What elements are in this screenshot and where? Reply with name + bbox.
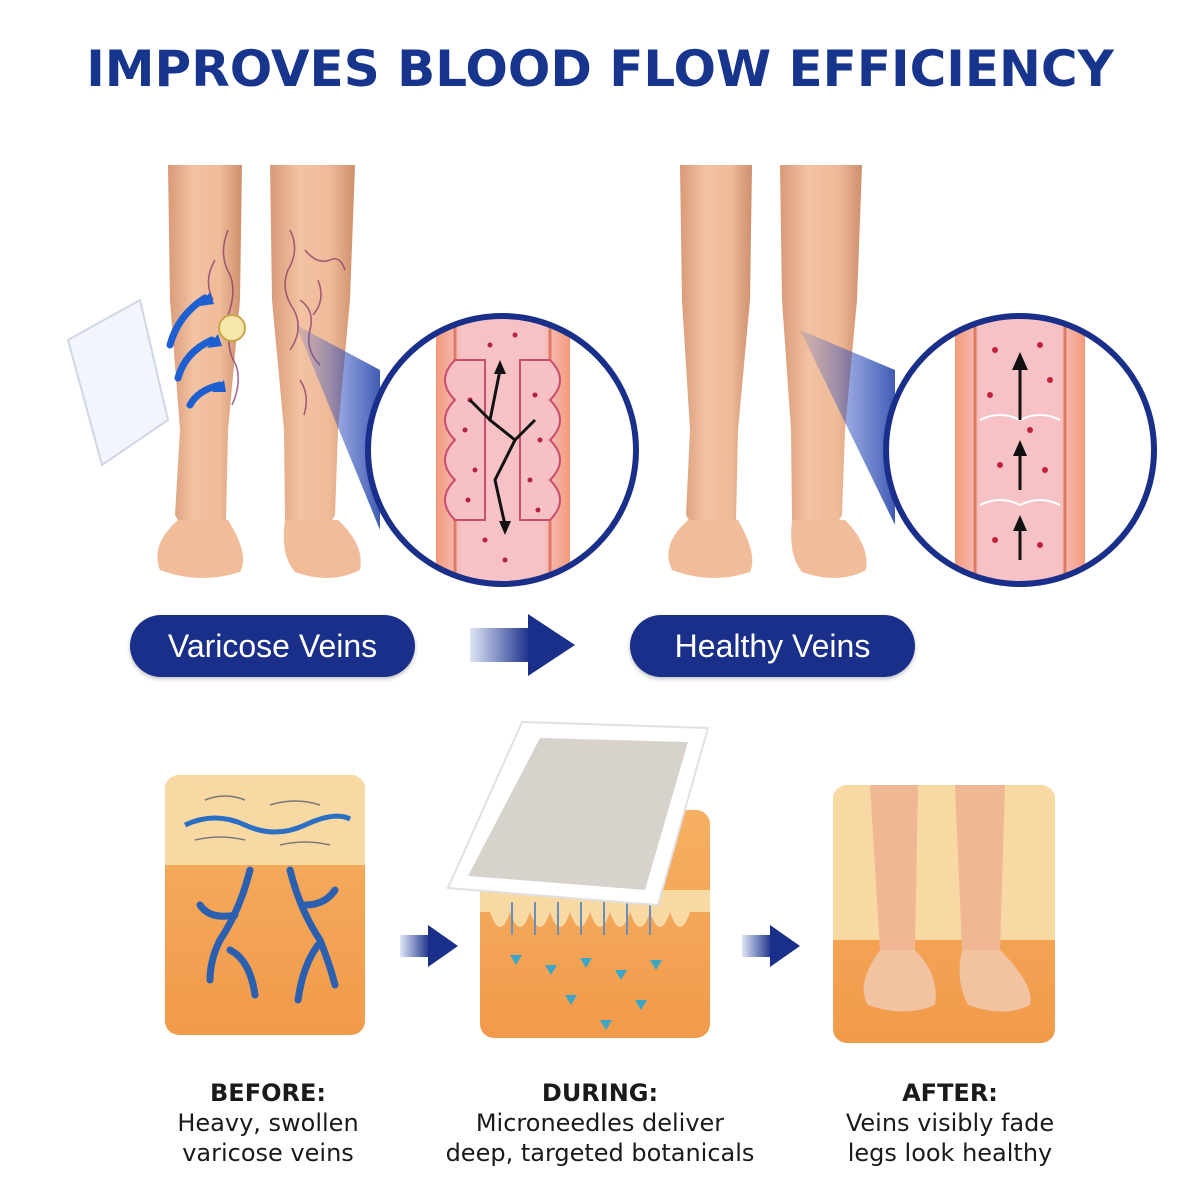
before-title: BEFORE: [210, 1079, 326, 1107]
before-line-2: varicose veins [182, 1139, 354, 1167]
before-caption: BEFORE: Heavy, swollen varicose veins [118, 1078, 418, 1168]
varicose-vessel-closeup [365, 313, 639, 587]
transition-arrow-icon [470, 614, 575, 676]
healthy-veins-label: Healthy Veins [630, 615, 915, 677]
during-line-2: deep, targeted botanicals [445, 1139, 755, 1167]
flow-arrows-icon [166, 294, 224, 409]
after-panel-image [833, 785, 1055, 1043]
magnifier-beam-right [800, 330, 895, 525]
after-line-2: legs look healthy [847, 1139, 1053, 1167]
varicose-veins-label: Varicose Veins [130, 615, 415, 677]
magnifier-beam-left [296, 325, 380, 530]
after-line-1: Veins visibly fade [845, 1109, 1055, 1137]
patch-image [66, 298, 170, 467]
during-caption: DURING: Microneedles deliver deep, targe… [415, 1078, 785, 1168]
after-title: AFTER: [902, 1079, 998, 1107]
headline: IMPROVES BLOOD FLOW EFFICIENCY [86, 40, 1114, 98]
step-arrow-icon [742, 925, 800, 967]
during-title: DURING: [541, 1079, 659, 1107]
during-panel-image [446, 720, 710, 1038]
after-caption: AFTER: Veins visibly fade legs look heal… [800, 1078, 1100, 1168]
during-line-1: Microneedles deliver [475, 1109, 725, 1137]
before-line-1: Heavy, swollen [177, 1109, 359, 1137]
step-arrow-icon [400, 925, 458, 967]
healthy-vessel-closeup [883, 313, 1157, 587]
before-panel-image [165, 775, 365, 1035]
